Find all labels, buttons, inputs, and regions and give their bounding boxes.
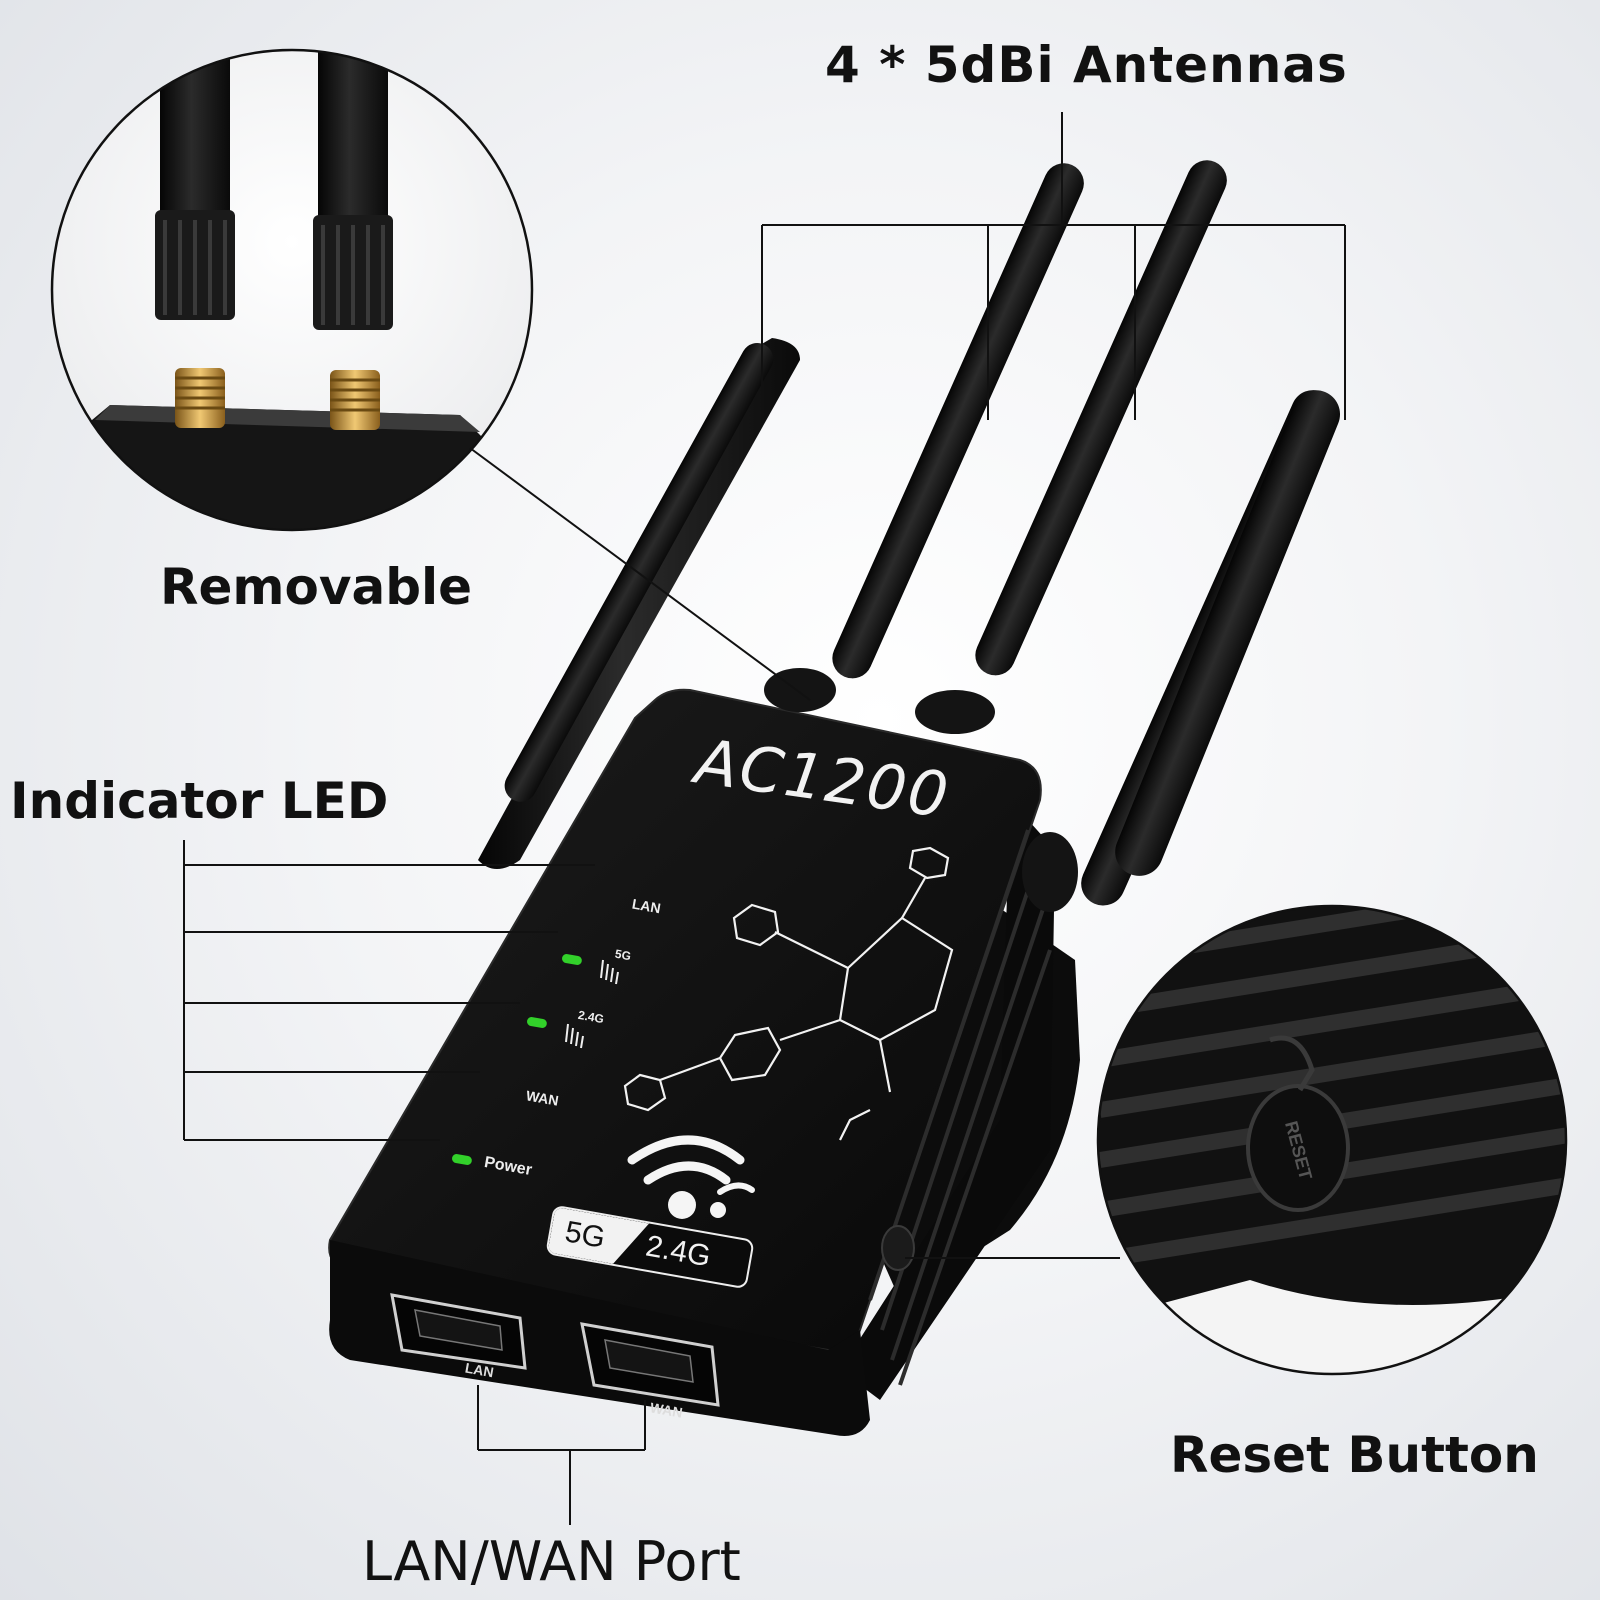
callout-removable: Removable — [160, 558, 473, 616]
led-indicators — [451, 954, 619, 1165]
callout-lan-wan-port: LAN/WAN Port — [362, 1530, 741, 1593]
led-label-5g: 5G — [613, 946, 633, 964]
callout-antennas: 4 * 5dBi Antennas — [825, 36, 1348, 94]
antenna-inner-right — [975, 160, 1227, 676]
molecule-graphic — [623, 846, 954, 1141]
lan-port — [390, 1293, 527, 1370]
reset-inset — [1096, 904, 1568, 1376]
callout-lines — [183, 112, 1346, 1525]
callout-indicator-led: Indicator LED — [10, 772, 389, 830]
wan-port — [580, 1322, 720, 1407]
callout-reset-button: Reset Button — [1170, 1426, 1539, 1484]
wifi-logo-icon — [627, 1135, 755, 1219]
device-body — [328, 668, 1080, 1436]
removable-inset — [50, 48, 534, 532]
antenna-inner-left — [832, 163, 1084, 679]
reset-button — [881, 1225, 915, 1271]
band-badge-5g: 5G — [562, 1215, 608, 1255]
antenna-front-right — [1115, 390, 1341, 876]
band-badge-24g: 2.4G — [643, 1229, 714, 1274]
